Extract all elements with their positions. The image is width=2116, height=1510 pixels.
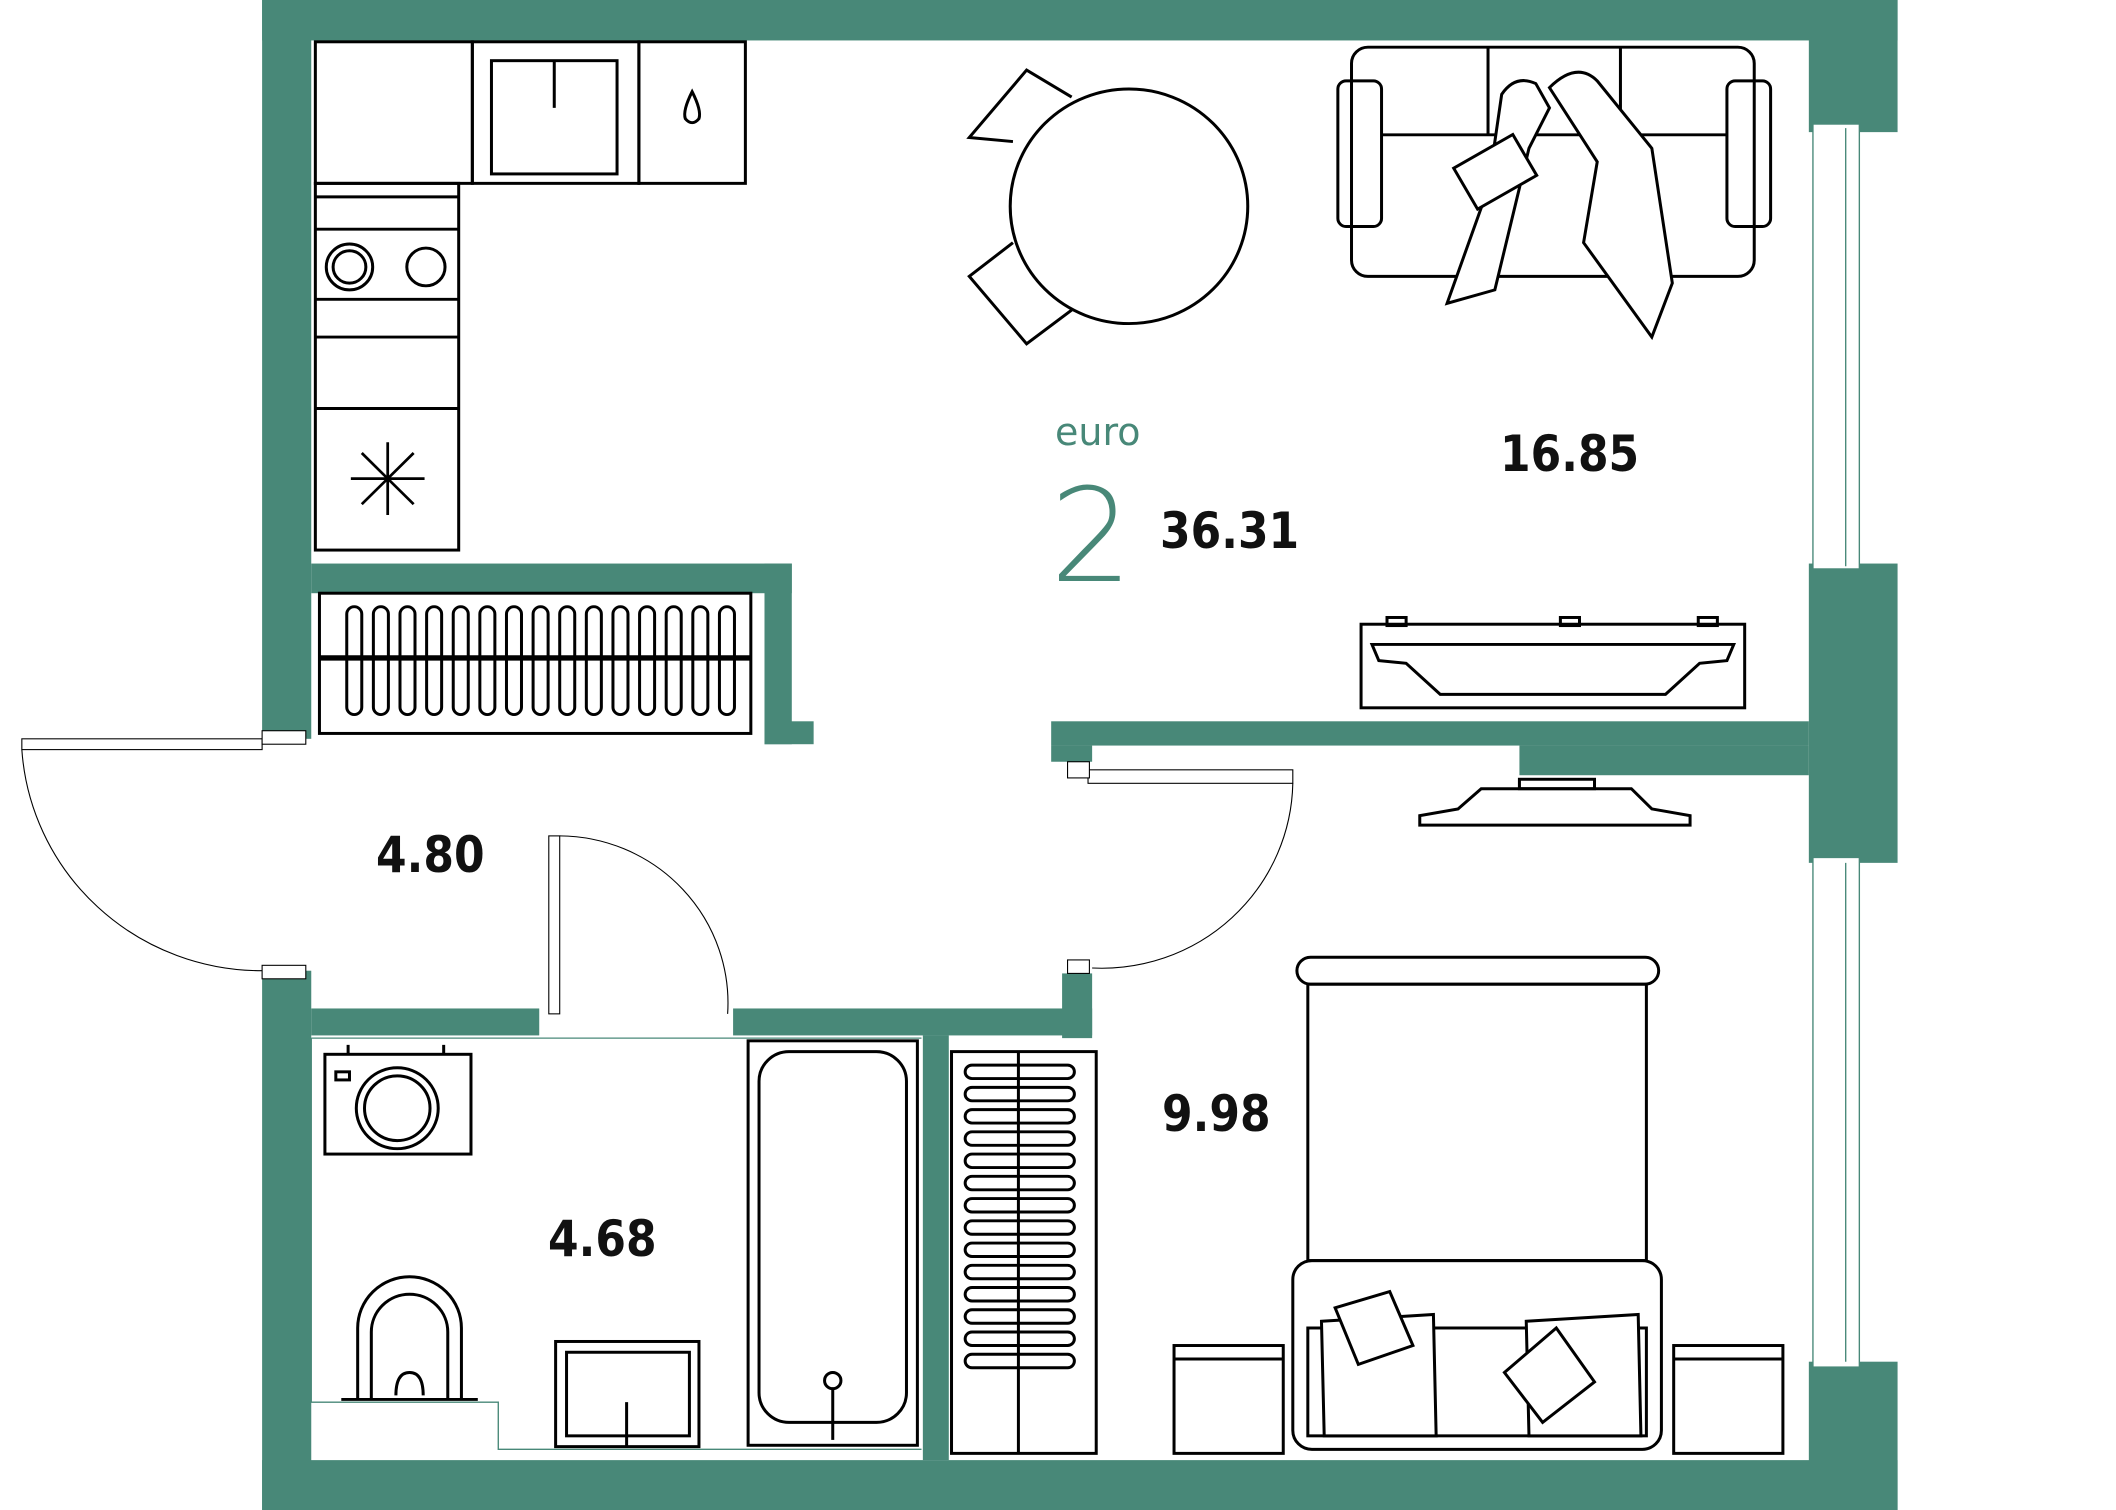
radiator-fin — [963, 1263, 1076, 1281]
room-area-living: 16.85 — [1500, 425, 1640, 483]
radiator-fin — [963, 1352, 1076, 1370]
radiator-fin — [963, 1197, 1076, 1214]
tv-stand — [1359, 615, 1747, 710]
radiator-fin — [531, 605, 550, 717]
bed — [1172, 955, 1785, 1455]
dining-table — [966, 68, 1250, 346]
radiator-fin — [963, 1108, 1076, 1125]
total-area: 36.31 — [1160, 502, 1300, 560]
rooms-count: 2 — [1050, 460, 1133, 612]
radiator-fin — [717, 605, 736, 717]
radiator-fin — [963, 1219, 1076, 1236]
walls — [262, 0, 1898, 1510]
plan-type-label: euro — [1055, 410, 1141, 454]
radiator-fin — [963, 1241, 1076, 1259]
sofa — [1336, 45, 1773, 341]
radiator-fin — [638, 605, 657, 717]
radiator-fin — [611, 605, 630, 717]
bedroom-tv — [1418, 777, 1692, 827]
radiator-fin — [963, 1152, 1076, 1170]
radiator-fin — [425, 605, 444, 717]
radiator-fin — [963, 1174, 1076, 1192]
wardrobe — [950, 1050, 1098, 1455]
radiator-fin — [345, 605, 364, 717]
radiator-fin — [558, 605, 577, 717]
room-area-bedroom: 9.98 — [1162, 1085, 1271, 1143]
bathroom-fixtures — [310, 1037, 922, 1451]
radiator-fin — [963, 1063, 1076, 1081]
room-area-hallway: 4.80 — [376, 826, 485, 884]
snowflake-icon — [350, 442, 425, 516]
radiator-fin — [478, 605, 497, 717]
radiator-fin — [963, 1085, 1076, 1103]
radiator-fin — [398, 605, 417, 717]
doors — [21, 730, 1294, 1015]
windows — [1812, 123, 1861, 1368]
radiator-fin — [664, 605, 683, 717]
kitchen-set — [313, 40, 753, 735]
radiator-fin — [371, 605, 390, 717]
radiator-fin — [963, 1286, 1076, 1303]
radiator-fin — [963, 1308, 1076, 1325]
room-area-bathroom: 4.68 — [548, 1210, 657, 1268]
radiator-fin — [963, 1130, 1076, 1147]
radiator-fin — [584, 605, 603, 717]
radiator-fin — [504, 605, 523, 717]
radiator-fin — [963, 1330, 1076, 1348]
radiator-fin — [451, 605, 470, 717]
radiator-fin — [691, 605, 710, 717]
